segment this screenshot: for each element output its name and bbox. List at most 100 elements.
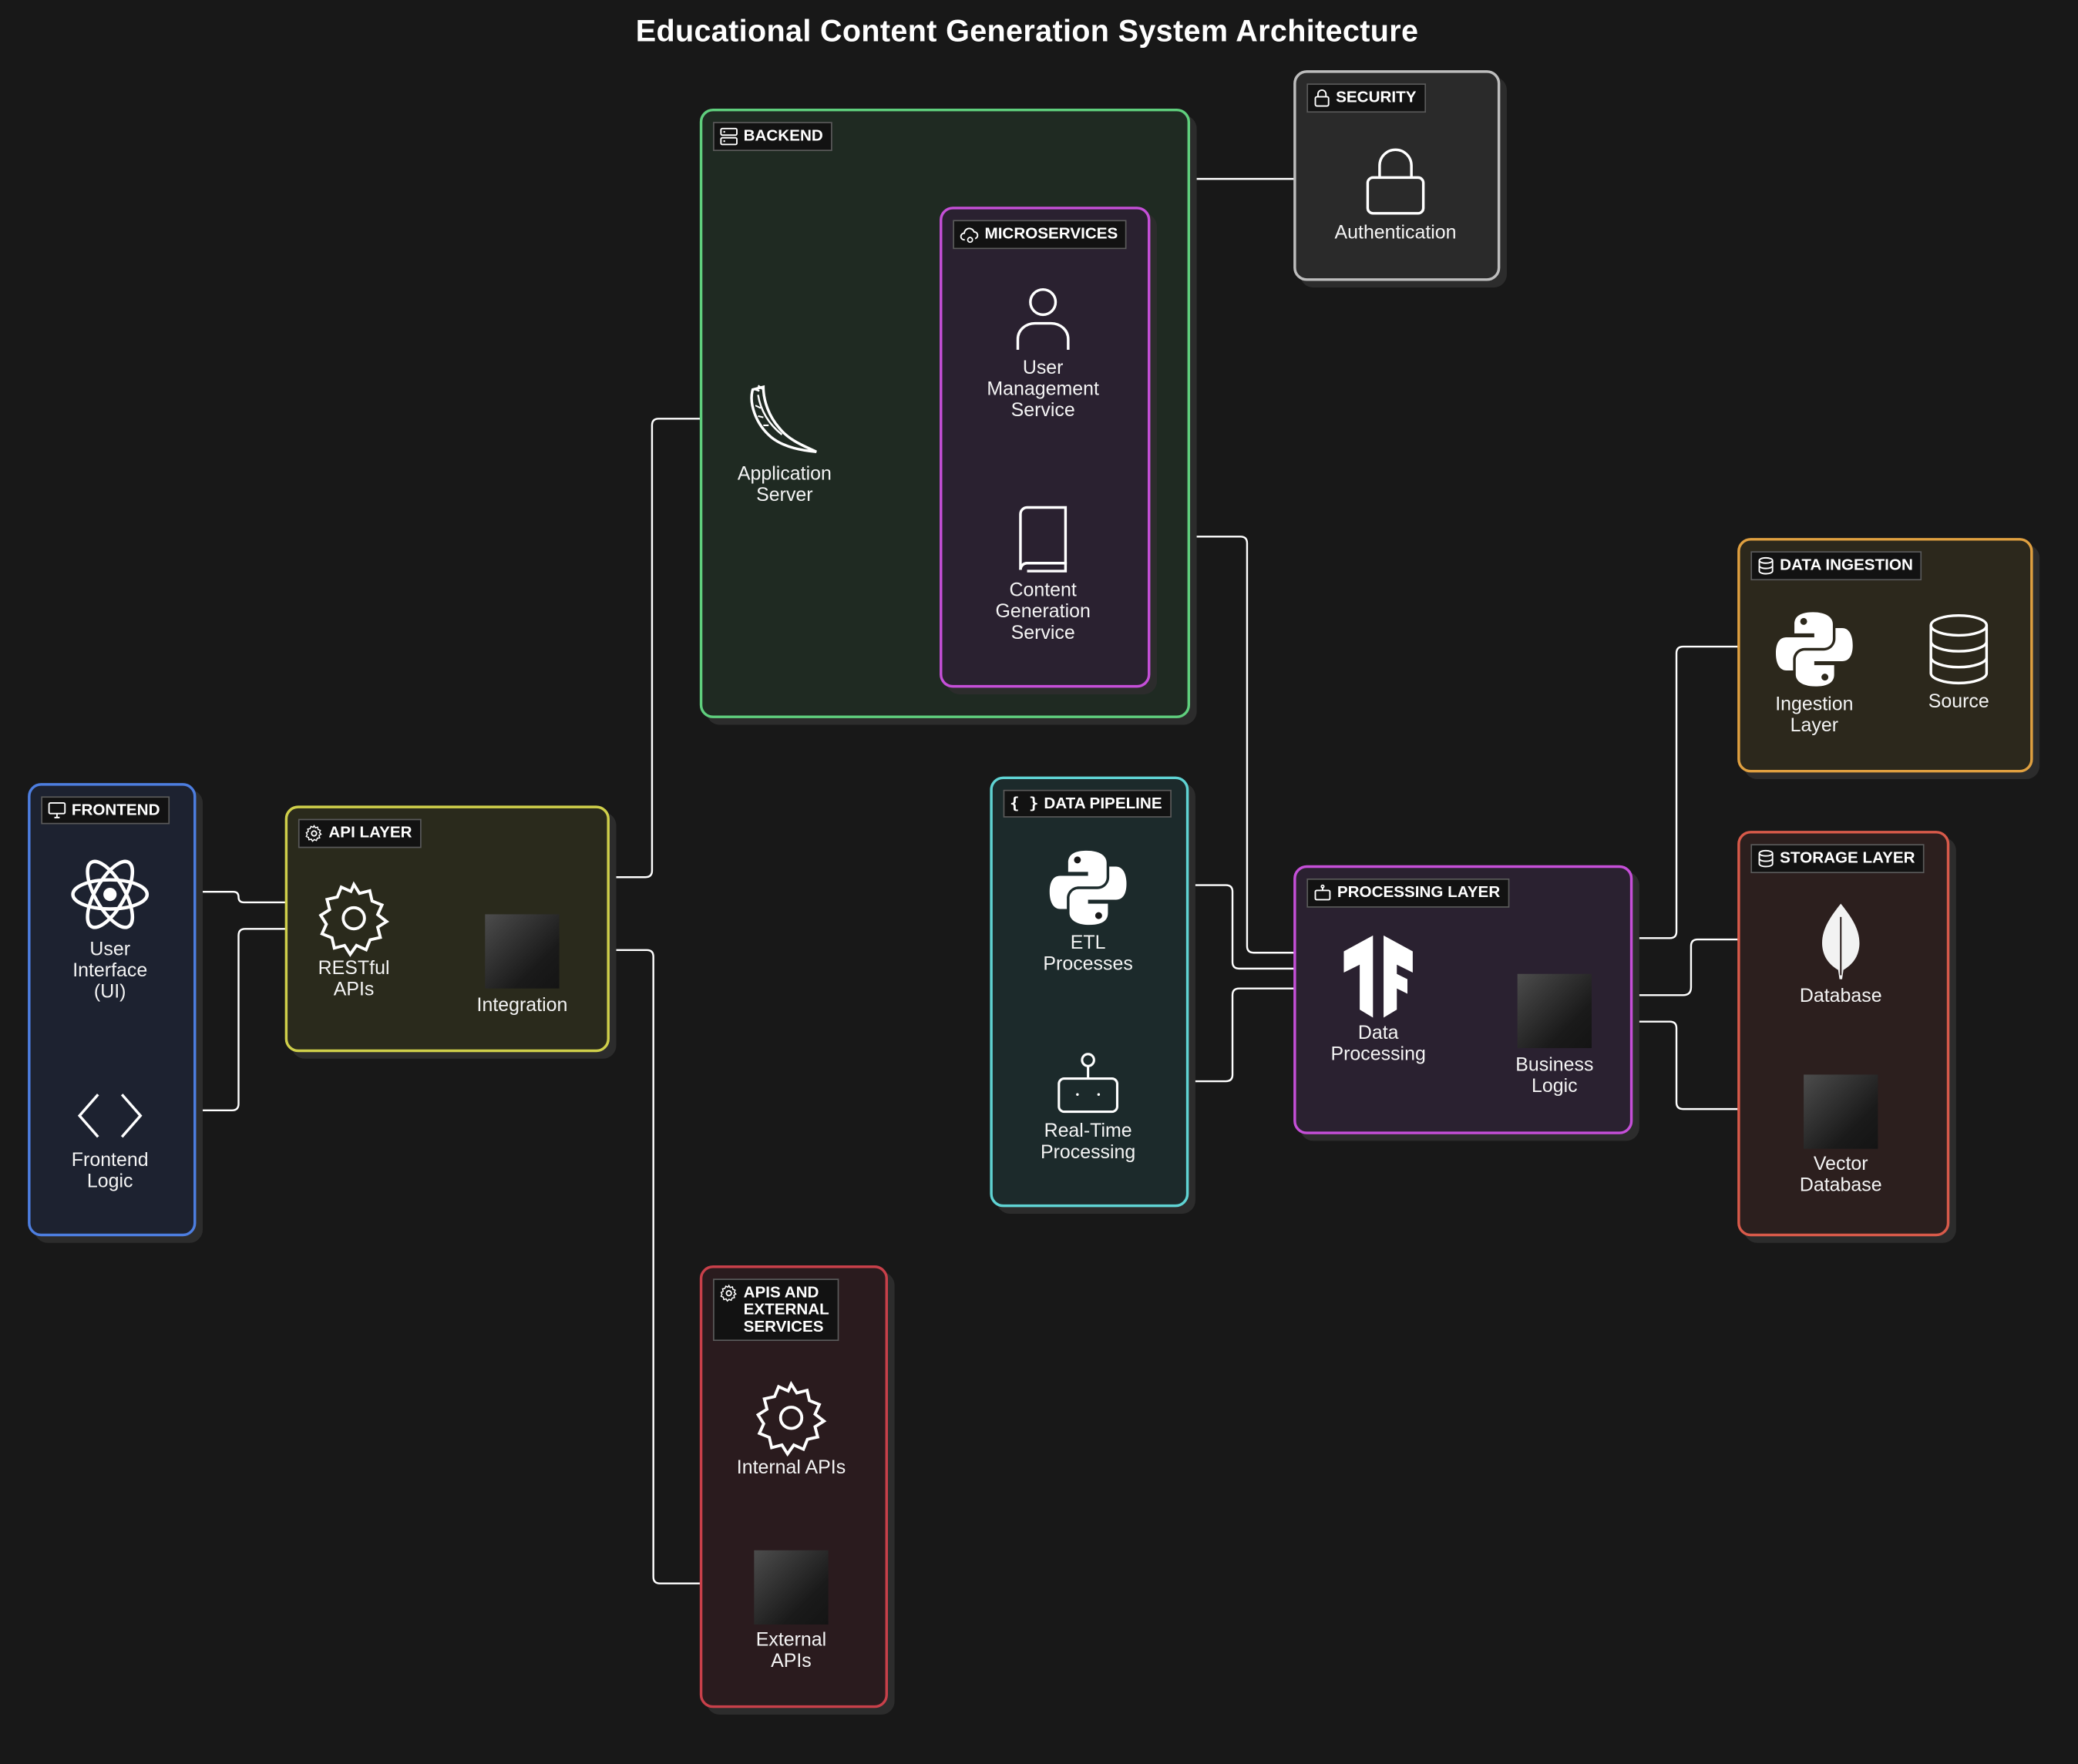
- node-database[interactable]: Database: [1761, 901, 1920, 1007]
- group-frontend-label: FRONTEND: [71, 800, 160, 819]
- node-application-server[interactable]: Application Server: [705, 381, 864, 506]
- group-storage-layer-tag: STORAGE LAYER: [1750, 844, 1925, 874]
- database-icon: [1758, 849, 1774, 868]
- edge-content-generation-to-data-processing: [1081, 536, 1343, 953]
- node-restful-apis[interactable]: RESTful APIs: [274, 879, 433, 1000]
- node-external-apis[interactable]: External APIs: [711, 1550, 870, 1672]
- group-frontend: FRONTEND: [28, 783, 197, 1237]
- node-source-label: Source: [1928, 691, 1989, 714]
- node-etl-processes[interactable]: ETL Processes: [1008, 848, 1167, 975]
- placeholder-square-icon: [1804, 1074, 1878, 1149]
- group-data-ingestion-tag: DATA INGESTION: [1750, 551, 1922, 581]
- database-icon: [1925, 612, 1992, 686]
- monitor-icon: [48, 802, 66, 818]
- lock-icon: [1314, 89, 1330, 107]
- placeholder-square-icon: [1517, 973, 1592, 1049]
- node-realtime-processing-label: Real-Time Processing: [1040, 1121, 1136, 1164]
- code-brackets-icon: [72, 1087, 149, 1145]
- cloud-gear-icon: [960, 227, 979, 244]
- node-ingestion-layer[interactable]: Ingestion Layer: [1735, 610, 1894, 737]
- node-business-logic-label: Business Logic: [1515, 1054, 1594, 1097]
- placeholder-square-icon: [754, 1550, 829, 1625]
- group-security: SECURITY: [1293, 70, 1501, 281]
- node-vector-database[interactable]: Vector Database: [1761, 1074, 1920, 1197]
- edge-business-logic-to-vector-database: [1592, 1020, 1804, 1109]
- node-data-processing[interactable]: Data Processing: [1299, 935, 1458, 1066]
- edge-business-logic-to-database: [1592, 939, 1804, 996]
- node-restful-apis-label: RESTful APIs: [318, 958, 390, 1001]
- node-data-processing-label: Data Processing: [1330, 1023, 1426, 1066]
- node-user-interface-label: User Interface (UI): [72, 939, 148, 1003]
- node-user-management-label: User Management Service: [987, 358, 1099, 422]
- group-data-pipeline-label: DATA PIPELINE: [1044, 793, 1162, 812]
- group-apis-external-label: APIS AND EXTERNAL SERVICES: [743, 1282, 829, 1336]
- gear-icon: [314, 879, 393, 958]
- group-storage-layer: STORAGE LAYER: [1737, 831, 1950, 1237]
- cpu-robot-icon: [1314, 884, 1331, 901]
- gear-icon: [752, 1378, 831, 1457]
- group-microservices-tag: MICROSERVICES: [953, 220, 1128, 250]
- leaf-icon: [1818, 901, 1863, 980]
- group-api-layer: API LAYER: [284, 805, 610, 1053]
- node-internal-apis-label: Internal APIs: [736, 1457, 846, 1479]
- tensorflow-icon: [1341, 935, 1415, 1018]
- robot-icon: [1054, 1052, 1122, 1116]
- edge-etl-processes-to-data-processing: [1126, 884, 1342, 969]
- book-icon: [1013, 503, 1074, 575]
- node-authentication-label: Authentication: [1334, 222, 1457, 244]
- react-icon: [70, 855, 150, 934]
- group-data-pipeline-tag: { } DATA PIPELINE: [1003, 789, 1172, 818]
- node-user-management[interactable]: User Management Service: [963, 284, 1122, 422]
- node-authentication[interactable]: Authentication: [1316, 146, 1474, 244]
- lock-icon: [1363, 146, 1429, 217]
- edge-frontend-logic-to-restful-apis: [148, 929, 318, 1112]
- node-content-generation-label: Content Generation Service: [995, 580, 1091, 644]
- node-ingestion-layer-label: Ingestion Layer: [1775, 694, 1854, 737]
- diagram-title: Educational Content Generation System Ar…: [635, 13, 1419, 48]
- node-user-interface[interactable]: User Interface (UI): [31, 855, 190, 1003]
- node-content-generation[interactable]: Content Generation Service: [963, 503, 1122, 644]
- group-processing-layer-tag: PROCESSING LAYER: [1306, 878, 1510, 908]
- database-icon: [1758, 556, 1774, 575]
- node-source[interactable]: Source: [1879, 612, 2038, 713]
- braces-icon: { }: [1010, 793, 1039, 812]
- node-internal-apis[interactable]: Internal APIs: [711, 1378, 870, 1479]
- node-database-label: Database: [1799, 986, 1882, 1007]
- group-apis-external-tag: APIS AND EXTERNAL SERVICES: [713, 1278, 839, 1342]
- node-frontend-logic[interactable]: Frontend Logic: [31, 1087, 190, 1193]
- python-icon: [1048, 848, 1128, 927]
- node-frontend-logic-label: Frontend Logic: [71, 1150, 149, 1193]
- user-icon: [1010, 284, 1076, 352]
- group-storage-layer-label: STORAGE LAYER: [1780, 848, 1915, 867]
- node-realtime-processing[interactable]: Real-Time Processing: [1008, 1052, 1167, 1164]
- group-security-label: SECURITY: [1336, 87, 1417, 106]
- edge-realtime-processing-to-data-processing: [1126, 989, 1342, 1083]
- node-business-logic[interactable]: Business Logic: [1475, 973, 1634, 1097]
- group-api-layer-tag: API LAYER: [298, 818, 422, 848]
- group-microservices: MICROSERVICES: [940, 207, 1151, 688]
- group-microservices-label: MICROSERVICES: [984, 223, 1118, 243]
- python-icon: [1774, 610, 1854, 689]
- server-icon: [720, 127, 738, 146]
- gear-icon: [305, 824, 322, 842]
- group-frontend-tag: FRONTEND: [41, 796, 170, 825]
- node-external-apis-label: External APIs: [755, 1629, 827, 1672]
- group-data-pipeline: { } DATA PIPELINE: [990, 776, 1189, 1208]
- group-backend-label: BACKEND: [743, 126, 823, 145]
- flask-icon: [742, 381, 827, 459]
- node-integration-label: Integration: [476, 995, 568, 1016]
- group-api-layer-label: API LAYER: [328, 822, 412, 842]
- node-application-server-label: Application Server: [737, 463, 832, 506]
- node-etl-processes-label: ETL Processes: [1043, 932, 1133, 976]
- edge-integration-to-external-apis: [562, 949, 754, 1584]
- node-integration[interactable]: Integration: [442, 914, 601, 1016]
- group-data-ingestion-label: DATA INGESTION: [1780, 555, 1913, 574]
- group-security-tag: SECURITY: [1306, 83, 1426, 113]
- edge-user-interface-to-restful-apis: [146, 890, 318, 902]
- gear-icon: [720, 1284, 737, 1302]
- group-apis-external: APIS AND EXTERNAL SERVICES: [699, 1265, 888, 1709]
- node-vector-database-label: Vector Database: [1799, 1154, 1882, 1197]
- group-backend-tag: BACKEND: [713, 122, 832, 152]
- group-processing-layer-label: PROCESSING LAYER: [1337, 882, 1501, 902]
